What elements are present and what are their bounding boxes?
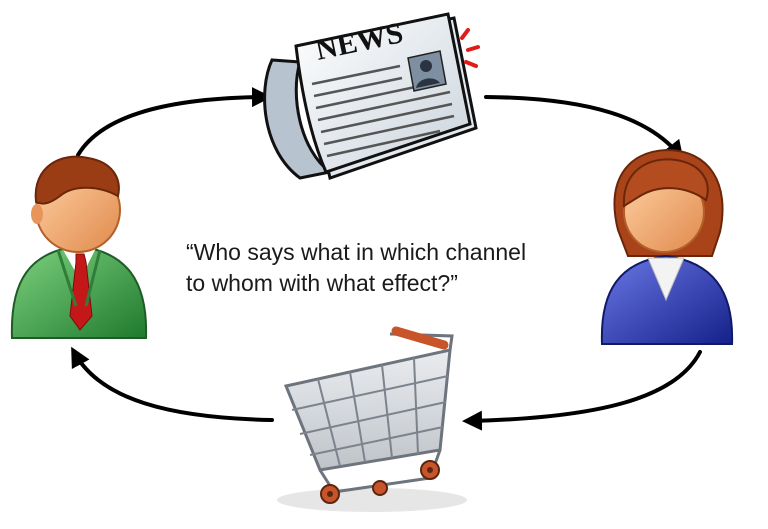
newspaper-icon: NEWS	[263, 12, 480, 180]
cycle-arrows	[71, 87, 702, 431]
shopping-cart-icon	[277, 326, 467, 512]
alert-marks	[460, 28, 480, 68]
red-tie	[69, 253, 93, 331]
arrow-sender-to-channel	[76, 87, 272, 157]
male-person-icon	[10, 155, 148, 339]
cart-handle	[391, 326, 449, 350]
arrow-effect-to-sender	[71, 346, 274, 422]
arrow-receiver-to-effect	[462, 350, 702, 431]
arrow-channel-to-receiver	[484, 95, 684, 161]
quote-line-2: to whom with what effect?”	[186, 270, 458, 296]
lasswell-quote: “Who says what in which channel to whom …	[186, 237, 606, 299]
female-person-icon	[600, 148, 734, 345]
newspaper-photo	[407, 50, 447, 92]
cart-wheels	[320, 460, 440, 504]
quote-line-1: “Who says what in which channel	[186, 239, 527, 265]
